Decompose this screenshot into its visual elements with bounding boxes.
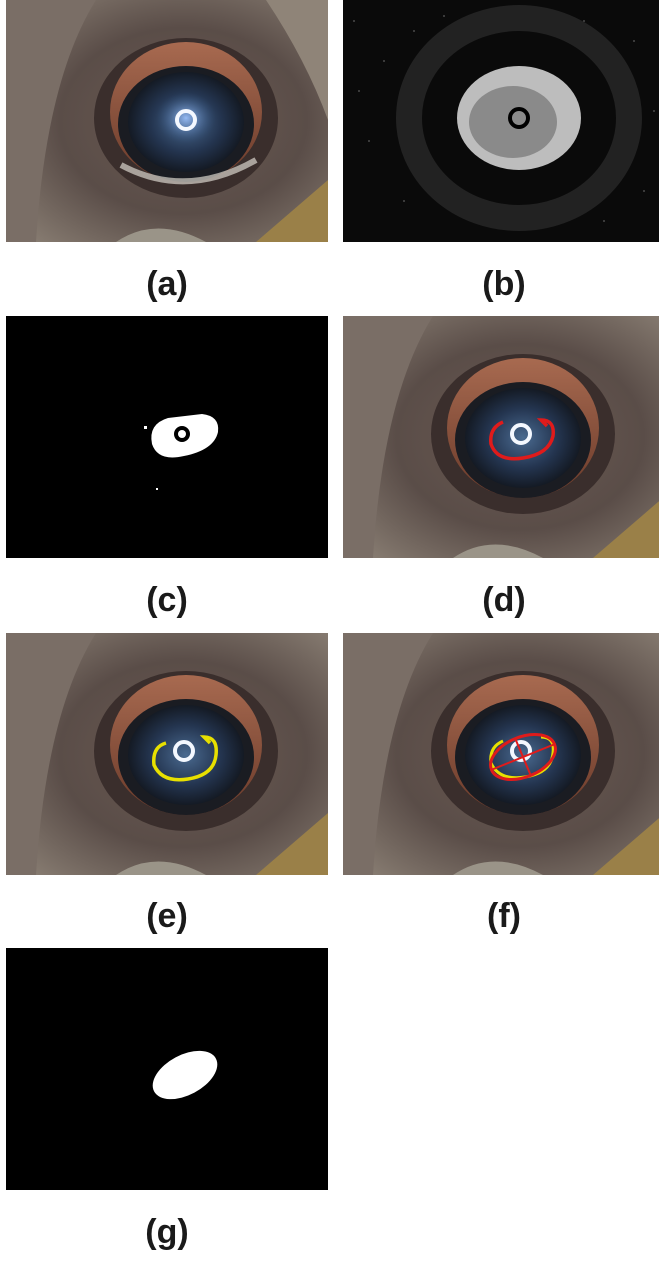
panel-d-red-contour [343,316,659,558]
panel-e-yellow-contour [6,633,328,875]
panel-e-label: (e) [6,896,328,936]
panel-b-processed-image [343,0,659,242]
panel-g-label: (g) [6,1212,328,1252]
panel-f-fitted-ellipse [343,633,659,875]
panel-f-label: (f) [343,896,659,936]
panel-c-binary-mask [6,316,328,558]
panel-c-label: (c) [6,580,328,620]
panel-g-ellipse-mask [6,948,328,1190]
panel-b-label: (b) [343,264,659,304]
panel-a-label: (a) [6,264,328,304]
panel-a-original-eye [6,0,328,242]
panel-d-label: (d) [343,580,659,620]
